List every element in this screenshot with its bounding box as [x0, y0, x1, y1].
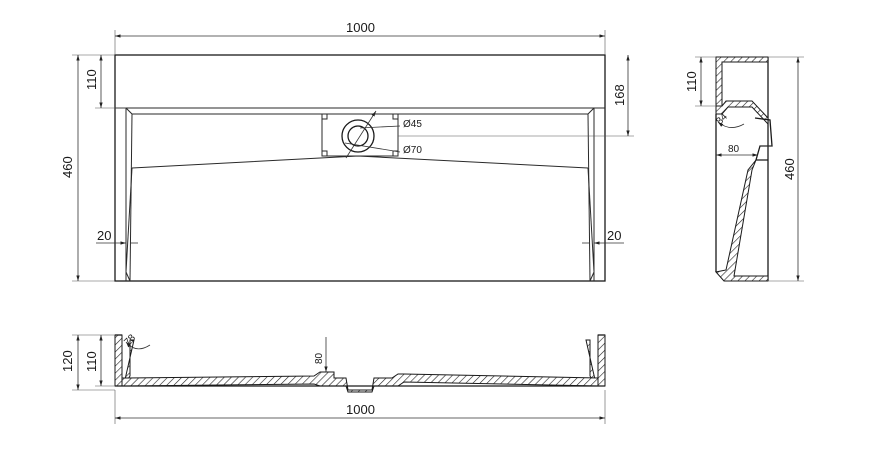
drain-inner-dim: Ø45: [403, 119, 422, 130]
front-section: 120 110 78 80 1000: [60, 332, 606, 424]
top-right-wall-dim: 20: [607, 228, 621, 243]
top-view-outline: [114, 54, 606, 282]
top-height-dim: 460: [60, 156, 75, 178]
side-section: 110 460 84 80: [684, 56, 804, 282]
drain-inner-circle: [347, 125, 369, 147]
drain-outer-circle: [341, 119, 375, 153]
top-drain-offset-dim: 168: [612, 84, 627, 106]
front-width-dim: 1000: [346, 402, 375, 417]
front-bottom-slab: [121, 371, 599, 393]
drain-outer-dim: Ø70: [403, 145, 422, 156]
top-width-dim: 1000: [346, 20, 375, 35]
front-total-height-dim: 120: [60, 350, 75, 372]
front-angle-dim: 78: [122, 332, 138, 348]
front-inner-height-dim: 110: [84, 351, 99, 372]
side-rim-dim: 110: [684, 71, 699, 92]
side-depth-dim: 460: [782, 158, 797, 180]
top-view: Ø45 Ø70 1000 460 110 168 20 20: [60, 20, 634, 282]
top-left-wall-dim: 20: [97, 228, 111, 243]
side-step-dim: 80: [728, 144, 740, 155]
top-rim-dim: 110: [84, 69, 99, 90]
front-drain-depth-dim: 80: [314, 352, 325, 364]
